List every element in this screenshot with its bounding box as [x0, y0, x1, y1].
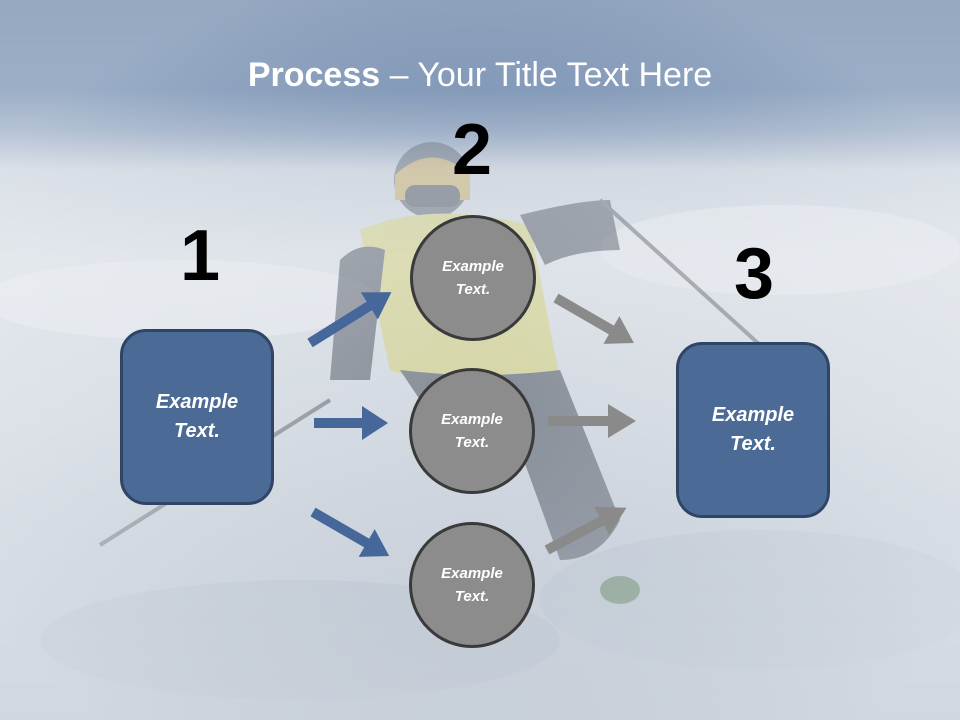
circle-top-line1: Example — [442, 258, 504, 275]
step-2-circle-top[interactable]: Example Text. — [410, 215, 536, 341]
circle-bottom-line1: Example — [441, 565, 503, 582]
arrow-blue-right — [314, 406, 388, 440]
arrow-blue-down — [310, 507, 390, 557]
step-1-line2: Text. — [174, 420, 220, 442]
step-number-3: 3 — [733, 234, 775, 314]
arrow-gray-right — [548, 404, 636, 438]
slide-title-rest: – Your Title Text Here — [380, 56, 713, 94]
step-number-2: 2 — [451, 110, 493, 190]
circle-bottom-line2: Text. — [454, 588, 490, 605]
circle-middle-line2: Text. — [454, 434, 490, 451]
slide-title: Process – Your Title Text Here — [0, 52, 960, 98]
step-2-circle-bottom[interactable]: Example Text. — [409, 522, 535, 648]
arrow-blue-up — [307, 292, 392, 348]
arrow-gray-down — [553, 293, 634, 344]
step-3-box[interactable]: Example Text. — [676, 342, 830, 518]
circle-top-line2: Text. — [455, 281, 491, 298]
step-3-line1: Example — [711, 404, 795, 426]
step-1-line1: Example — [155, 391, 239, 413]
step-2-circle-middle[interactable]: Example Text. — [409, 368, 535, 494]
arrow-gray-up — [544, 506, 627, 555]
circle-middle-line1: Example — [441, 411, 503, 428]
step-1-box[interactable]: Example Text. — [120, 329, 274, 505]
slide-title-bold: Process — [247, 56, 381, 94]
step-number-1: 1 — [179, 216, 221, 296]
step-3-line2: Text. — [730, 433, 776, 455]
